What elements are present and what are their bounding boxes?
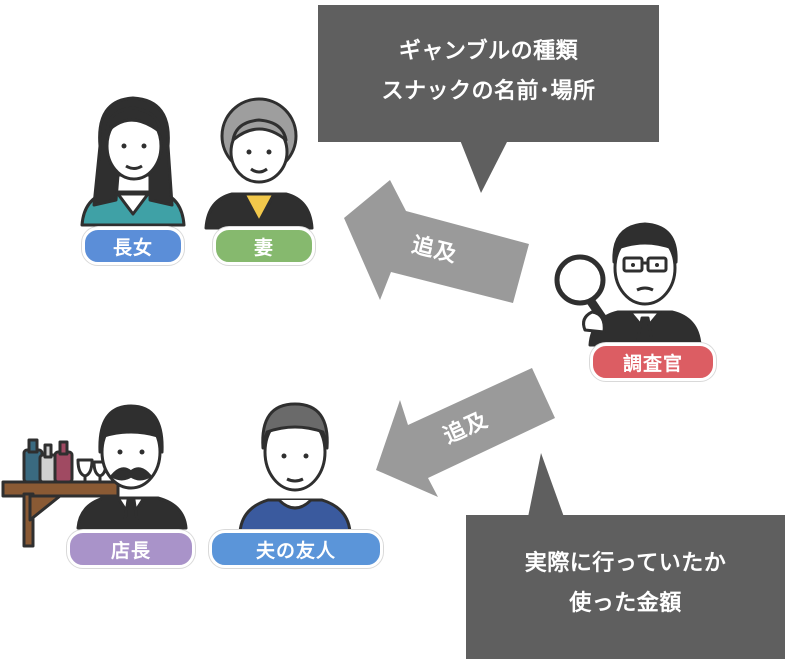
bar-owner-figure	[1, 404, 188, 548]
arrow-upper	[344, 180, 529, 303]
label-husbands-friend: 夫の友人	[209, 530, 383, 568]
husbands-friend-figure	[238, 402, 352, 534]
wife-figure	[204, 97, 314, 230]
speech-top-line1: ギャンブルの種類	[398, 39, 579, 64]
label-bar-owner: 店長	[67, 530, 195, 568]
speech-bubble-top	[318, 5, 659, 193]
investigator-figure	[554, 222, 702, 347]
speech-top-text: ギャンブルの種類 スナックの名前･場所	[318, 32, 659, 112]
speech-bottom-text: 実際に行っていたか 使った金額	[466, 544, 785, 624]
arrow-lower	[376, 368, 555, 497]
eldest-daughter-figure	[80, 96, 186, 227]
speech-bottom-line1: 実際に行っていたか	[524, 551, 727, 576]
speech-bottom-line2: 使った金額	[569, 591, 682, 616]
speech-top-line2: スナックの名前･場所	[381, 79, 596, 104]
label-investigator: 調査官	[590, 343, 716, 381]
label-wife: 妻	[213, 227, 315, 265]
label-eldest-daughter: 長女	[82, 227, 184, 265]
speech-bubble-bottom	[466, 453, 785, 659]
